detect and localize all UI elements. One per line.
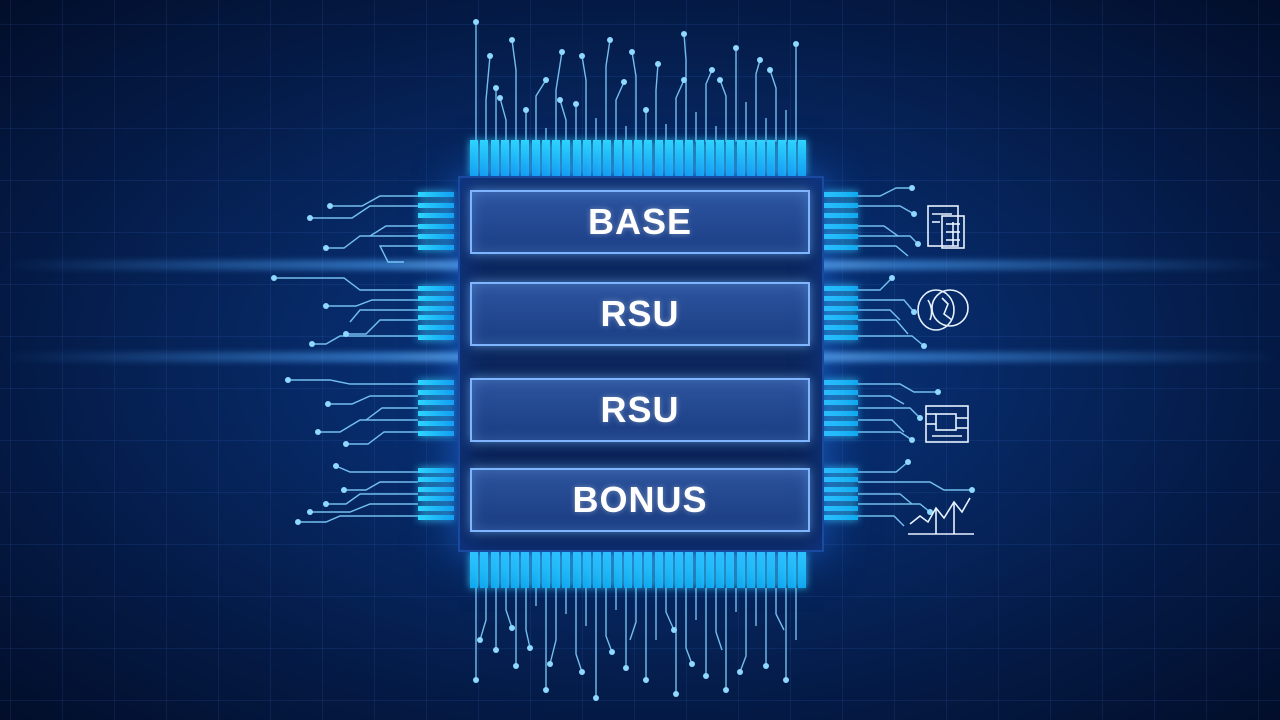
right-pins-group-3 — [822, 380, 858, 436]
coins-icon — [917, 289, 969, 331]
left-pins-group-1 — [418, 192, 454, 250]
chip-label-text: RSU — [600, 389, 680, 430]
left-pins-group-3 — [418, 380, 454, 436]
chip-label-text: BONUS — [572, 479, 708, 520]
right-pins-group-2 — [822, 286, 858, 340]
chip-label-text: BASE — [587, 201, 693, 242]
chip-label-rsu-2: RSU — [470, 378, 810, 442]
left-pins-group-2 — [418, 286, 454, 340]
left-pins-group-4 — [418, 468, 454, 520]
chip-label-base: BASE — [470, 190, 810, 254]
chip-label-bonus: BONUS — [470, 468, 810, 532]
bottom-pins — [470, 552, 806, 588]
chip-board-icon — [925, 405, 969, 443]
right-pins-group-4 — [822, 468, 858, 520]
top-pins — [470, 140, 806, 176]
right-pins-group-1 — [822, 192, 858, 250]
document-calculator-icon — [927, 205, 965, 249]
chip-label-rsu-1: RSU — [470, 282, 810, 346]
chip-label-text: RSU — [600, 293, 680, 334]
line-chart-icon — [908, 497, 974, 535]
